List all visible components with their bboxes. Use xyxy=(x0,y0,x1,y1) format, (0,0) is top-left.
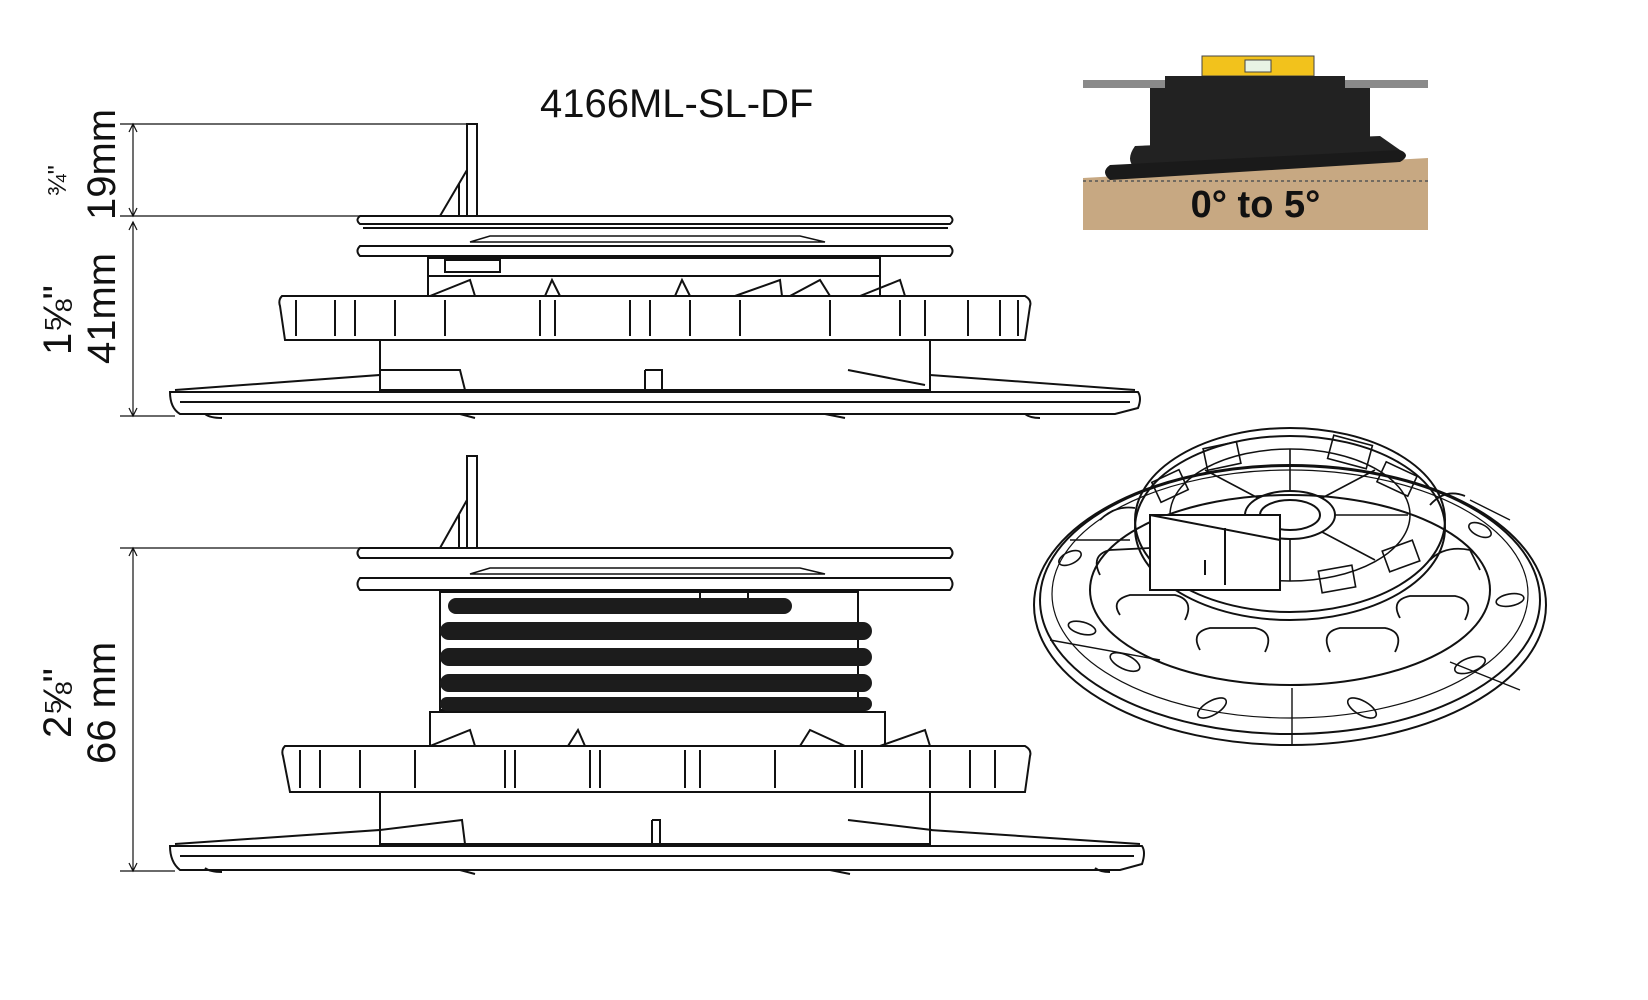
pedestal-side-drawing-compact xyxy=(120,122,1141,419)
dim-upper-fraction: ¾" xyxy=(42,165,72,196)
slope-range-label: 0° to 5° xyxy=(1190,184,1321,226)
dim-lower-metric: 41mm xyxy=(80,252,124,364)
slope-inset: 0° to 5° xyxy=(1083,52,1428,230)
dim-total-fraction: 2⅝" xyxy=(36,668,80,738)
slope-inset-graphic xyxy=(1083,52,1428,230)
dim-total-metric: 66 mm xyxy=(80,641,124,764)
pedestal-perspective-drawing xyxy=(1033,427,1547,746)
thread-coils xyxy=(440,598,872,711)
dim-upper-metric: 19mm xyxy=(80,108,124,220)
product-title: 4166ML-SL-DF xyxy=(540,82,814,126)
dim-lower-fraction: 1⅝" xyxy=(36,285,80,355)
